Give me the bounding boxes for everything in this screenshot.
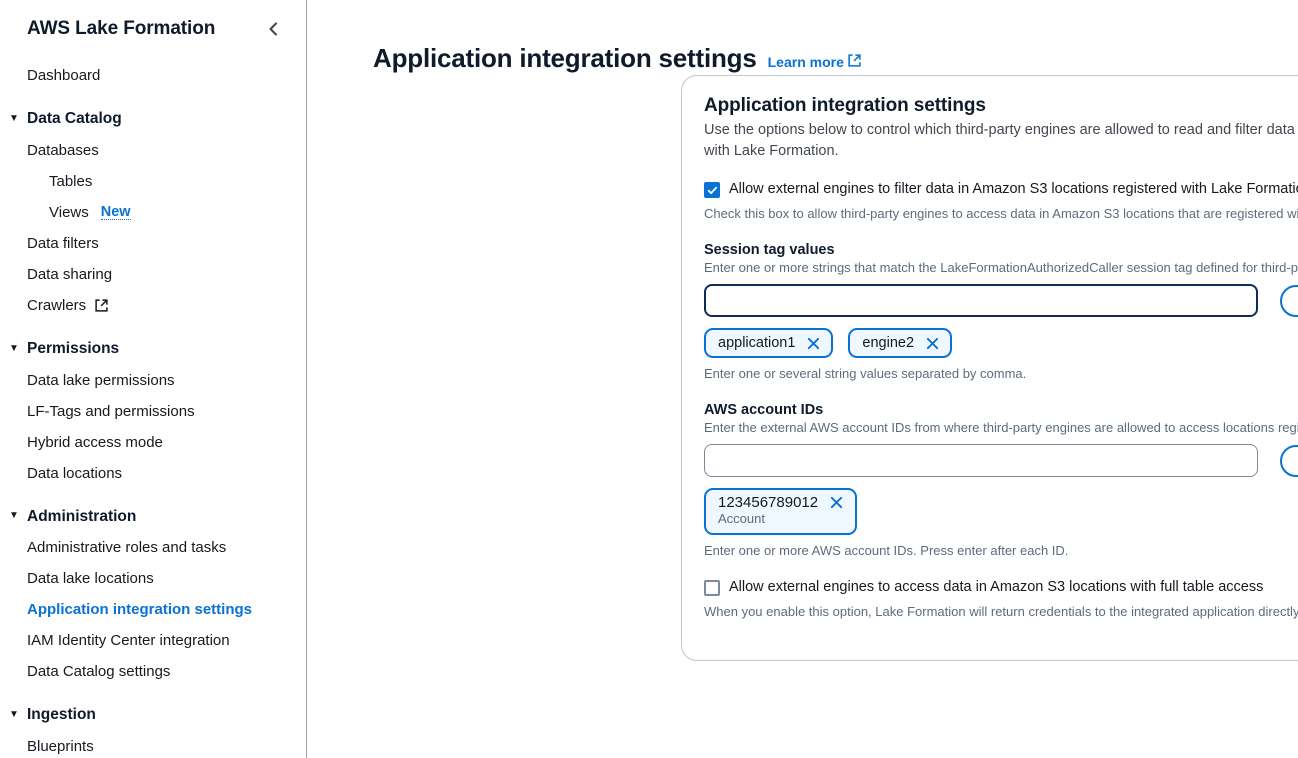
sidebar-item-label: Data locations <box>27 464 123 482</box>
sidebar-item-data-locations[interactable]: Data locations <box>0 458 306 489</box>
sidebar-item-label: Blueprints <box>27 737 94 755</box>
token-top-row: 123456789012 <box>718 495 844 510</box>
full-table-access-checkbox-hint: When you enable this option, Lake Format… <box>704 604 1298 619</box>
session-tag-values-label: Session tag values <box>704 242 835 258</box>
card-description: Use the options below to control which t… <box>704 122 1298 159</box>
token-item[interactable]: 123456789012 Account <box>704 488 858 535</box>
sidebar-section-permissions[interactable]: ▼ Permissions <box>0 333 306 365</box>
sidebar-header: AWS Lake Formation <box>0 10 306 46</box>
page-header: Application integration settings Learn m… <box>307 0 1298 92</box>
sidebar: AWS Lake Formation Dashboard ▼ Data Cata… <box>0 0 307 758</box>
caret-down-icon: ▼ <box>9 708 19 720</box>
sidebar-item-data-sharing[interactable]: Data sharing <box>0 259 306 290</box>
sidebar-item-iam-identity-center-integration[interactable]: IAM Identity Center integration <box>0 625 306 656</box>
external-engines-checkbox-row[interactable]: Allow external engines to filter data in… <box>704 180 1298 198</box>
sidebar-item-databases[interactable]: Databases <box>0 135 306 166</box>
sidebar-item-views[interactable]: Views New <box>0 197 306 229</box>
close-icon[interactable] <box>806 336 821 351</box>
token-sublabel: Account <box>718 511 765 526</box>
sidebar-item-application-integration-settings[interactable]: Application integration settings <box>0 594 306 625</box>
sidebar-item-lf-tags-and-permissions[interactable]: LF-Tags and permissions <box>0 396 306 427</box>
session-tag-values-token-list: application1 engine2 <box>704 328 1298 358</box>
aws-account-ids-hint: Enter one or more AWS account IDs. Press… <box>704 543 1069 558</box>
sidebar-item-label: Data sharing <box>27 266 113 283</box>
sidebar-item-crawlers[interactable]: Crawlers <box>0 290 306 321</box>
aws-account-ids-input[interactable] <box>704 444 1258 477</box>
token-label: 123456789012 <box>718 494 819 511</box>
sidebar-item-data-catalog-settings[interactable]: Data Catalog settings <box>0 656 306 687</box>
learn-more-link[interactable]: Learn more <box>768 54 861 70</box>
full-table-access-checkbox-label: Allow external engines to access data in… <box>729 579 1264 595</box>
session-tag-values-field: Session tag values Enter one or more str… <box>704 242 1298 383</box>
external-link-icon <box>95 299 108 312</box>
sidebar-item-label: Data lake permissions <box>27 371 175 389</box>
sidebar-item-hybrid-access-mode[interactable]: Hybrid access mode <box>0 427 306 458</box>
sidebar-nav-list: Dashboard ▼ Data Catalog Databases Table… <box>0 60 306 758</box>
sidebar-section-label: Data Catalog <box>27 110 122 127</box>
chevron-left-icon[interactable] <box>260 16 286 42</box>
session-tag-values-hint: Enter one or several string values separ… <box>704 366 1027 381</box>
aws-account-ids-clear-all-button[interactable]: Clear all <box>1280 444 1298 477</box>
sidebar-item-blueprints[interactable]: Blueprints <box>0 731 306 758</box>
sidebar-item-label: LF-Tags and permissions <box>27 402 195 420</box>
new-badge[interactable]: New <box>100 203 131 220</box>
token-label: engine2 <box>862 334 915 351</box>
sidebar-item-label: Views <box>49 203 89 221</box>
aws-account-ids-field: AWS account IDs Enter the external AWS a… <box>704 402 1298 560</box>
sidebar-title: AWS Lake Formation <box>27 18 216 39</box>
sidebar-item-label: Crawlers <box>27 297 87 314</box>
token-item[interactable]: application1 <box>704 328 834 358</box>
sidebar-section-label: Permissions <box>27 340 120 357</box>
full-table-access-checkbox-row[interactable]: Allow external engines to access data in… <box>704 578 1298 596</box>
card-title: Application integration settings <box>704 95 986 116</box>
sidebar-section-label: Ingestion <box>27 706 96 723</box>
sidebar-item-label: Tables <box>49 172 93 190</box>
checkbox-checked-icon[interactable] <box>704 182 720 198</box>
sidebar-item-label: Databases <box>27 141 99 159</box>
sidebar-section-label: Administration <box>27 507 137 525</box>
caret-down-icon: ▼ <box>9 112 19 124</box>
caret-down-icon: ▼ <box>9 342 19 354</box>
main-content: Application integration settings Learn m… <box>307 0 1298 758</box>
learn-more-label: Learn more <box>767 54 844 71</box>
external-engines-checkbox-label: Allow external engines to filter data in… <box>729 181 1298 197</box>
sidebar-item-data-filters[interactable]: Data filters <box>0 228 306 259</box>
aws-account-ids-description: Enter the external AWS account IDs from … <box>704 420 1298 435</box>
external-link-icon <box>848 54 861 70</box>
session-tag-values-input[interactable] <box>704 284 1258 317</box>
page-title: Application integration settings <box>373 43 757 74</box>
checkbox-unchecked-icon[interactable] <box>704 580 720 596</box>
sidebar-item-label: Data Catalog settings <box>27 663 171 680</box>
external-engines-checkbox-hint: Check this box to allow third-party engi… <box>704 206 1298 221</box>
close-icon[interactable] <box>829 495 844 510</box>
sidebar-item-label: Dashboard <box>27 67 101 84</box>
token-label: application1 <box>718 334 796 351</box>
close-icon[interactable] <box>925 336 940 351</box>
sidebar-item-label: Hybrid access mode <box>27 433 163 451</box>
session-tag-values-description: Enter one or more strings that match the… <box>704 260 1298 275</box>
form-actions: Cancel Save <box>681 683 1298 719</box>
settings-card: Application integration settings Use the… <box>681 75 1298 661</box>
sidebar-item-label: Data lake locations <box>27 570 154 587</box>
sidebar-item-data-lake-locations[interactable]: Data lake locations <box>0 563 306 594</box>
sidebar-item-label: Application integration settings <box>27 601 253 618</box>
sidebar-item-label: Administrative roles and tasks <box>27 539 227 556</box>
session-tag-values-clear-all-button[interactable]: Clear all <box>1280 284 1298 317</box>
aws-account-ids-input-row: Clear all <box>704 444 1298 477</box>
caret-down-icon: ▼ <box>9 510 19 522</box>
sidebar-item-dashboard[interactable]: Dashboard <box>0 60 306 91</box>
sidebar-item-label: IAM Identity Center integration <box>27 632 230 649</box>
sidebar-section-data-catalog[interactable]: ▼ Data Catalog <box>0 103 306 135</box>
aws-account-ids-label: AWS account IDs <box>704 402 824 418</box>
aws-account-ids-token-list: 123456789012 Account <box>704 488 1298 535</box>
sidebar-section-administration[interactable]: ▼ Administration <box>0 501 306 533</box>
sidebar-item-administrative-roles-and-tasks[interactable]: Administrative roles and tasks <box>0 532 306 563</box>
session-tag-values-input-row: Clear all <box>704 284 1298 317</box>
sidebar-item-label: Data filters <box>27 235 99 252</box>
sidebar-item-tables[interactable]: Tables <box>0 166 306 197</box>
sidebar-item-data-lake-permissions[interactable]: Data lake permissions <box>0 365 306 396</box>
token-item[interactable]: engine2 <box>848 328 953 358</box>
sidebar-section-ingestion[interactable]: ▼ Ingestion <box>0 699 306 731</box>
